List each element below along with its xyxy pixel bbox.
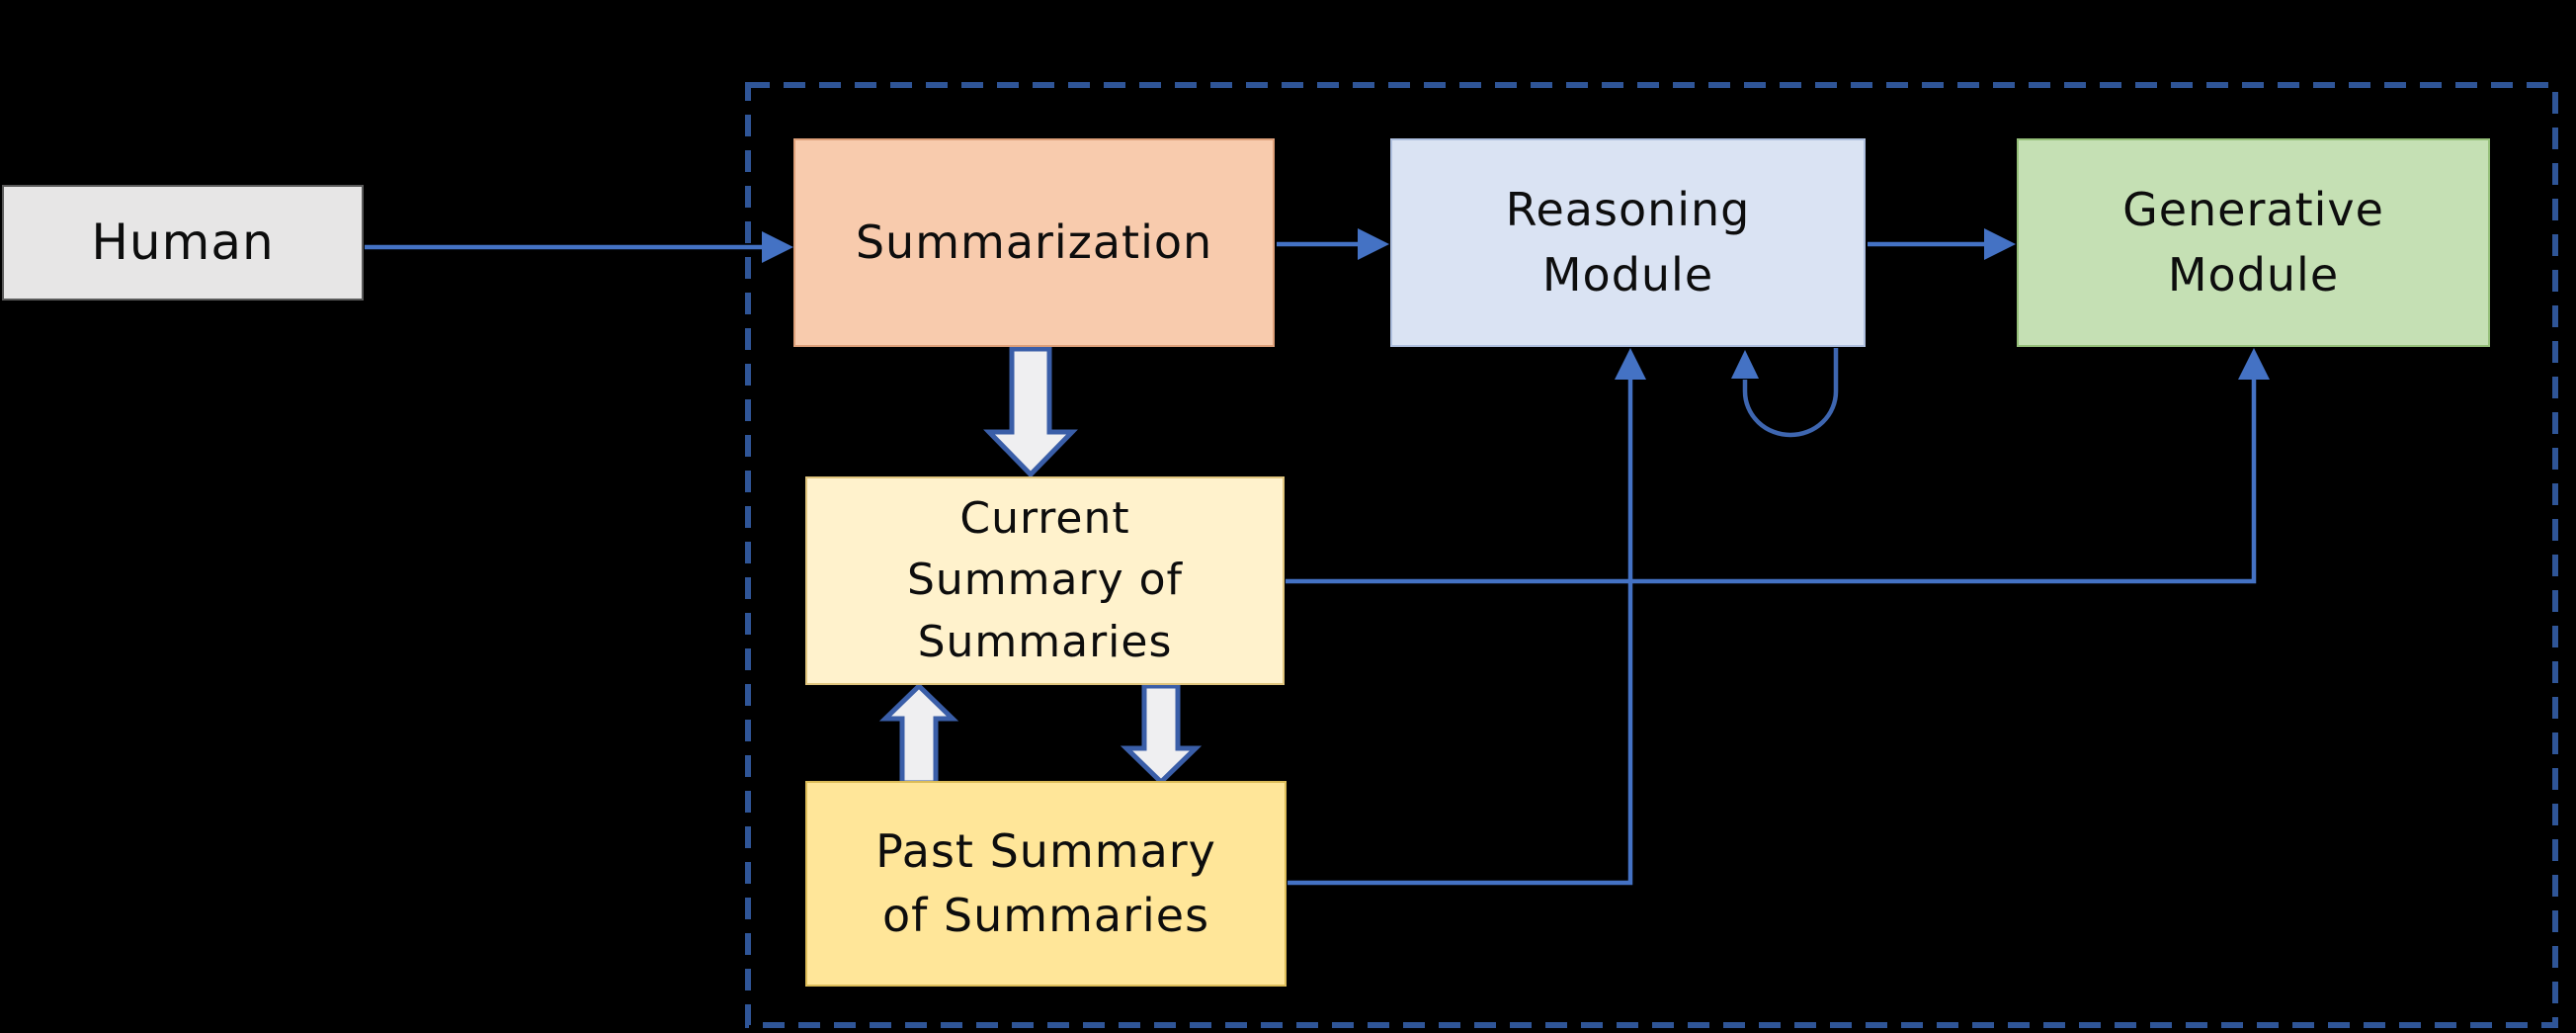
current-summary-label-line3: Summaries xyxy=(917,616,1173,667)
summarization-to-reasoning-arrow xyxy=(1277,228,1389,260)
summarization-node: Summarization xyxy=(793,138,1275,347)
current-summary-label-line1: Current xyxy=(959,492,1130,544)
past-summary-label-line2: of Summaries xyxy=(881,889,1210,942)
generative-module-label-line1: Generative xyxy=(2122,183,2384,237)
current-summary-of-summaries-node: Current Summary of Summaries xyxy=(805,476,1285,685)
current-to-past-block-arrow xyxy=(1120,683,1203,786)
human-label: Human xyxy=(91,214,275,271)
past-summary-of-summaries-node: Past Summary of Summaries xyxy=(805,781,1287,987)
reasoning-self-loop-arrow xyxy=(1731,348,1839,438)
generative-module-node: Generative Module xyxy=(2017,138,2490,347)
current-summary-to-generative-arrow xyxy=(1286,348,2270,584)
reasoning-module-label-line2: Module xyxy=(1541,247,1714,301)
reasoning-module-node: Reasoning Module xyxy=(1390,138,1866,347)
summarization-to-current-block-arrow xyxy=(983,346,1078,478)
system-boundary-dashed-border xyxy=(745,82,2558,1028)
generative-module-label-line2: Module xyxy=(2167,247,2340,301)
reasoning-module-label-line1: Reasoning xyxy=(1505,183,1751,237)
past-summary-label-line1: Past Summary xyxy=(875,823,1216,878)
human-to-summarization-arrow xyxy=(365,231,793,263)
summarization-label: Summarization xyxy=(855,215,1213,269)
human-node: Human xyxy=(2,185,364,301)
past-summary-to-reasoning-arrow xyxy=(1288,348,1646,886)
current-summary-label-line2: Summary of xyxy=(906,555,1184,606)
reasoning-to-generative-arrow xyxy=(1868,228,2016,260)
past-to-current-block-arrow xyxy=(878,682,959,786)
